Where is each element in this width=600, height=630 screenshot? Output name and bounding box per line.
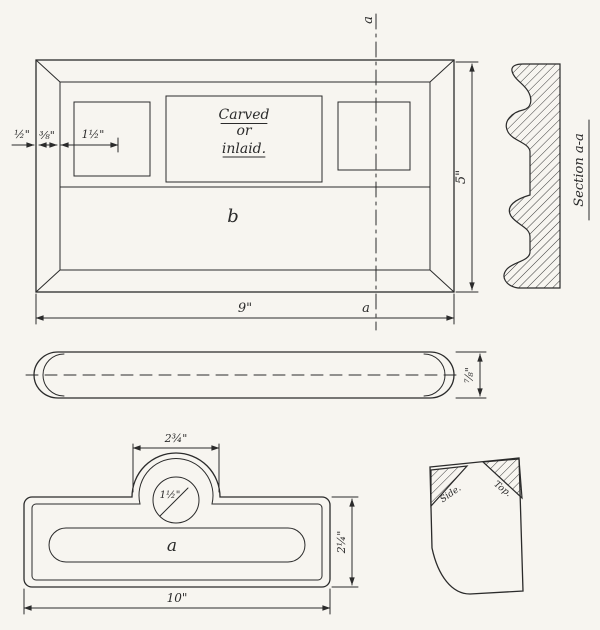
dim-label-bead: ⅜" xyxy=(39,129,55,142)
hole-diameter-line xyxy=(159,487,189,517)
pen-slot xyxy=(48,527,306,563)
dim-ext-height xyxy=(455,61,479,293)
panel-text-underlines xyxy=(220,123,268,158)
panel-text-line3: inlaid. xyxy=(222,141,266,157)
plan-inner-outline xyxy=(31,458,323,581)
edge-view: ⅞" xyxy=(25,351,487,399)
section-title: Section a-a xyxy=(572,133,587,207)
right-panel xyxy=(337,101,411,171)
dim-ext-hump xyxy=(132,443,220,493)
dim-label-width: 9" xyxy=(238,301,252,316)
inkwell-hole xyxy=(152,476,200,524)
center-panel xyxy=(165,95,323,183)
dim-label-border: ½" xyxy=(14,128,30,141)
left-panel xyxy=(73,101,151,177)
front-elevation-view: Carved or inlaid. b a a ½" ⅜" 1½" 5" 9" xyxy=(11,13,479,331)
plan-view: 1½" a 2¾" 2¼" 10" xyxy=(23,432,359,615)
frame-miter-lines xyxy=(35,59,455,293)
joint-detail-view: Side. Top. xyxy=(429,457,524,595)
dim-ext-thickness xyxy=(455,351,487,399)
panel-text-line2: or xyxy=(236,123,252,139)
section-letter-bottom: a xyxy=(362,301,370,316)
frame-inner-edge xyxy=(59,81,431,271)
dim-label-hole: 1½" xyxy=(160,490,181,501)
dim-label-thickness: ⅞" xyxy=(463,367,476,383)
dim-label-depth: 2¼" xyxy=(335,531,348,555)
frame-outer-edge xyxy=(35,59,455,293)
dim-label-length: 10" xyxy=(167,591,188,605)
section-profile-view: Section a-a xyxy=(503,63,590,289)
edge-left-bullnose xyxy=(42,353,65,397)
dim-label-height: 5" xyxy=(454,170,469,184)
section-letter-top: a xyxy=(361,16,376,24)
plan-part-label: a xyxy=(167,536,177,556)
detail-hatch-right xyxy=(481,458,523,500)
dim-label-stile: 1½" xyxy=(82,128,105,141)
dim-label-hump: 2¾" xyxy=(164,432,188,445)
detail-hatch-left xyxy=(430,465,469,508)
dim-ext-depth xyxy=(331,496,359,588)
front-part-label: b xyxy=(227,206,239,227)
edge-outline xyxy=(33,351,455,399)
panel-text-line1: Carved xyxy=(219,107,270,123)
section-profile-shape xyxy=(503,63,561,289)
detail-outline xyxy=(429,457,524,595)
plan-outer-outline xyxy=(23,452,331,588)
